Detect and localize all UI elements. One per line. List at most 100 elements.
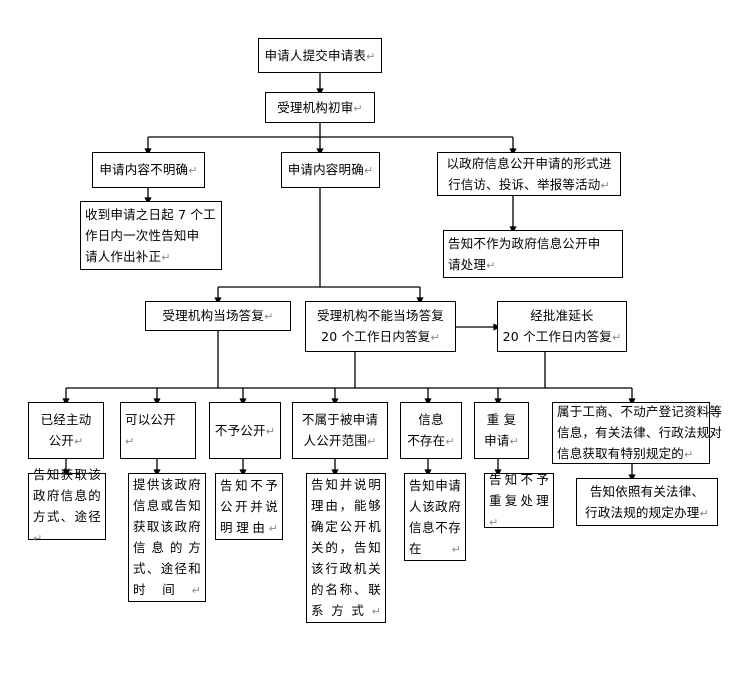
node-n9[interactable]: 受理机构不能当场答复 20 个工作日内答复↵ (305, 301, 456, 352)
node-line: 重复处理↵ (489, 492, 549, 529)
node-line: 公开并说 (220, 498, 278, 514)
node-line: 作日内一次性告知申 (85, 227, 200, 243)
return-mark-icon: ↵ (33, 532, 43, 545)
node-line: 经批准延长 (530, 308, 594, 323)
node-n2[interactable]: 受理机构初审↵ (265, 92, 375, 123)
return-mark-icon: ↵ (366, 49, 376, 63)
node-c2[interactable]: 可以公开 ↵ (120, 402, 196, 459)
return-mark-icon: ↵ (125, 435, 135, 448)
node-line: 申请内容不明确↵ (99, 162, 198, 177)
node-line: 人该政府 (409, 498, 461, 514)
node-line: 受理机构初审↵ (277, 99, 363, 115)
return-mark-icon: ↵ (264, 310, 274, 323)
node-line: 公开↵ (48, 433, 84, 448)
node-line: 以政府信息公开申请的形式进 (446, 155, 612, 171)
node-line: 告知不作为政府信息公开申 (448, 235, 601, 251)
node-line: 信息或告知 (133, 498, 201, 513)
node-n7[interactable]: 告知不作为政府信息公开申请处理↵ (443, 230, 623, 278)
node-c1[interactable]: 已经主动公开↵ (28, 402, 104, 459)
return-mark-icon: ↵ (353, 101, 363, 115)
node-c4[interactable]: 不属于被申请人公开范围↵ (292, 402, 388, 459)
node-line: 申请内容明确↵ (287, 162, 374, 177)
node-line: 收到申请之日起 7 个工 (85, 206, 216, 222)
node-line: 行政法规的规定办理↵ (585, 504, 709, 520)
node-r6[interactable]: 告知不予重复处理↵ (484, 472, 554, 529)
node-line: 告知获取该 (33, 467, 101, 482)
return-mark-icon: ↵ (509, 435, 519, 448)
node-line: 方式、途径↵ (33, 509, 101, 545)
node-line: 属于工商、不动产登记资料等 (557, 404, 723, 419)
node-c5[interactable]: 信息不存在↵ (400, 402, 462, 459)
node-line: 行信访、投诉、举报等活动↵ (448, 176, 610, 192)
return-mark-icon: ↵ (699, 506, 709, 520)
node-line: 告知并说明 (311, 477, 381, 492)
return-mark-icon: ↵ (367, 435, 377, 448)
node-line: 政府信息的 (33, 488, 101, 503)
node-line: 获取该政府 (133, 519, 201, 534)
node-line: 20 个工作日内答复↵ (321, 329, 440, 344)
node-line: 该行政机关 (311, 561, 381, 576)
node-line: 提供该政府 (133, 477, 201, 492)
node-line: 不予公开↵ (214, 422, 276, 438)
node-n6[interactable]: 收到申请之日起 7 个工作日内一次性告知申请人作出补正↵ (80, 201, 222, 270)
node-line: 时间↵ (133, 582, 201, 597)
node-line: 信息不存 (409, 519, 461, 535)
node-line: 告知不予 (220, 477, 278, 493)
node-line: 理由，能够 (311, 498, 381, 513)
node-line: 式、途径和 (133, 561, 201, 576)
node-n8[interactable]: 受理机构当场答复↵ (145, 301, 291, 331)
node-r1[interactable]: 告知获取该政府信息的方式、途径↵ (28, 467, 106, 545)
node-line: 可以公开 (125, 412, 176, 427)
node-r4[interactable]: 告知并说明理由，能够确定公开机关的，告知该行政机关的名称、联系方式↵ (306, 473, 386, 623)
node-line: 明理由↵ (220, 519, 278, 535)
return-mark-icon: ↵ (489, 515, 499, 529)
return-mark-icon: ↵ (445, 435, 455, 448)
node-n5[interactable]: 以政府信息公开申请的形式进行信访、投诉、举报等活动↵ (437, 152, 621, 196)
node-line: 确定公开机 (311, 519, 381, 534)
return-mark-icon: ↵ (191, 584, 201, 597)
node-line: 受理机构不能当场答复 (316, 308, 444, 323)
node-line: 信息 (418, 412, 444, 427)
return-mark-icon: ↵ (265, 424, 276, 438)
node-r3[interactable]: 告知不予公开并说明理由↵ (215, 473, 283, 540)
node-line: 20 个工作日内答复↵ (502, 329, 622, 344)
node-line: ↵ (125, 430, 191, 452)
return-mark-icon: ↵ (451, 542, 461, 556)
node-line: 请处理↵ (448, 256, 496, 272)
node-line: 请人作出补正↵ (85, 248, 171, 264)
node-line: 在↵ (409, 540, 461, 556)
return-mark-icon: ↵ (600, 178, 610, 192)
return-mark-icon: ↵ (684, 448, 694, 461)
node-c6[interactable]: 重 复申请↵ (474, 402, 529, 459)
node-line: 告知不予 (489, 471, 549, 487)
node-n1[interactable]: 申请人提交申请表↵ (258, 38, 382, 73)
return-mark-icon: ↵ (486, 258, 496, 272)
node-r7[interactable]: 告知依照有关法律、行政法规的规定办理↵ (576, 478, 718, 526)
node-line: 信息，有关法律、行政法规对 (557, 425, 723, 440)
node-line: 信息获取有特别规定的↵ (557, 446, 694, 461)
node-line: 人公开范围↵ (303, 433, 377, 448)
node-line: 关的，告知 (311, 540, 381, 555)
node-line: 的名称、联 (311, 582, 381, 597)
node-line: 已经主动 (40, 412, 92, 427)
node-line: 系方式↵ (311, 603, 381, 618)
node-n10[interactable]: 经批准延长 20 个工作日内答复↵ (497, 301, 627, 352)
node-line: 不存在↵ (407, 433, 455, 448)
node-line: 申请↵ (484, 433, 519, 448)
node-line: 受理机构当场答复↵ (162, 308, 274, 323)
node-line: 告知申请 (409, 477, 461, 493)
node-n3[interactable]: 申请内容不明确↵ (92, 152, 205, 188)
node-line: 申请人提交申请表↵ (264, 47, 376, 63)
return-mark-icon: ↵ (73, 435, 84, 448)
node-c7[interactable]: 属于工商、不动产登记资料等信息，有关法律、行政法规对信息获取有特别规定的↵ (552, 402, 723, 464)
return-mark-icon: ↵ (363, 164, 374, 177)
return-mark-icon: ↵ (188, 164, 198, 177)
node-r2[interactable]: 提供该政府信息或告知获取该政府信 息 的 方式、途径和时间↵ (128, 473, 206, 602)
node-r5[interactable]: 告知申请人该政府信息不存在↵ (404, 473, 466, 561)
return-mark-icon: ↵ (371, 605, 381, 618)
node-line: 不属于被申请 (301, 412, 379, 427)
node-c3[interactable]: 不予公开↵ (209, 402, 281, 459)
node-n4[interactable]: 申请内容明确↵ (281, 152, 380, 188)
node-line: 重 复 (486, 412, 517, 427)
